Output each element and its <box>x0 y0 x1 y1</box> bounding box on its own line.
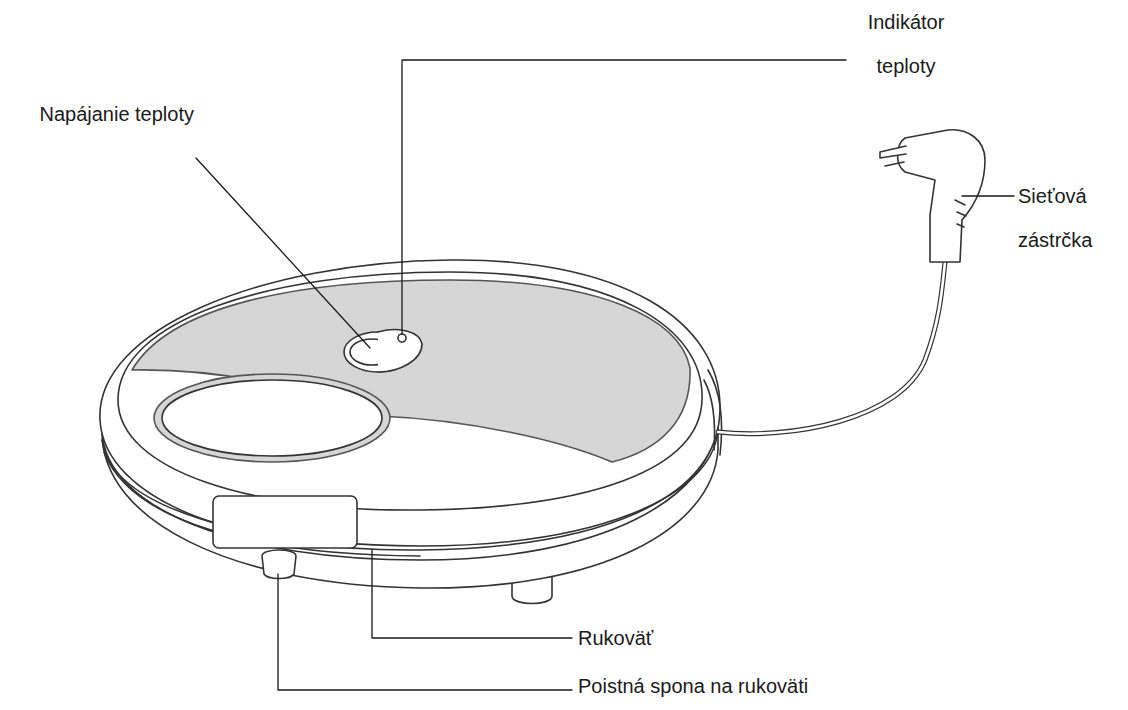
temperature-indicator <box>398 334 406 342</box>
lid-window <box>154 374 390 462</box>
handle <box>213 496 357 548</box>
leader-line <box>278 574 572 690</box>
lid-rim <box>100 260 720 550</box>
lid-panel <box>132 280 690 462</box>
plug-pin <box>885 162 904 166</box>
leader-line <box>402 60 846 334</box>
part-label: Sieťová zástrčka <box>1018 174 1122 262</box>
leader-line <box>196 158 370 348</box>
handle-clip <box>262 550 296 579</box>
button-housing <box>378 330 422 372</box>
power-cord <box>718 262 945 434</box>
part-label: Poistná spona na rukoväti <box>578 664 878 708</box>
power-cord <box>718 262 945 434</box>
plug-pin <box>880 146 906 158</box>
lid-top <box>118 272 702 510</box>
part-label: Indikátor teploty <box>850 0 962 88</box>
part-label: Napájanie teploty <box>4 92 194 136</box>
part-label: Rukoväť <box>578 616 778 660</box>
leader-line <box>372 550 572 638</box>
lid-window-inner <box>162 380 382 456</box>
hinge <box>708 370 722 455</box>
plug-grip <box>955 200 966 227</box>
hinge <box>704 380 715 450</box>
leader-line <box>962 195 1014 196</box>
